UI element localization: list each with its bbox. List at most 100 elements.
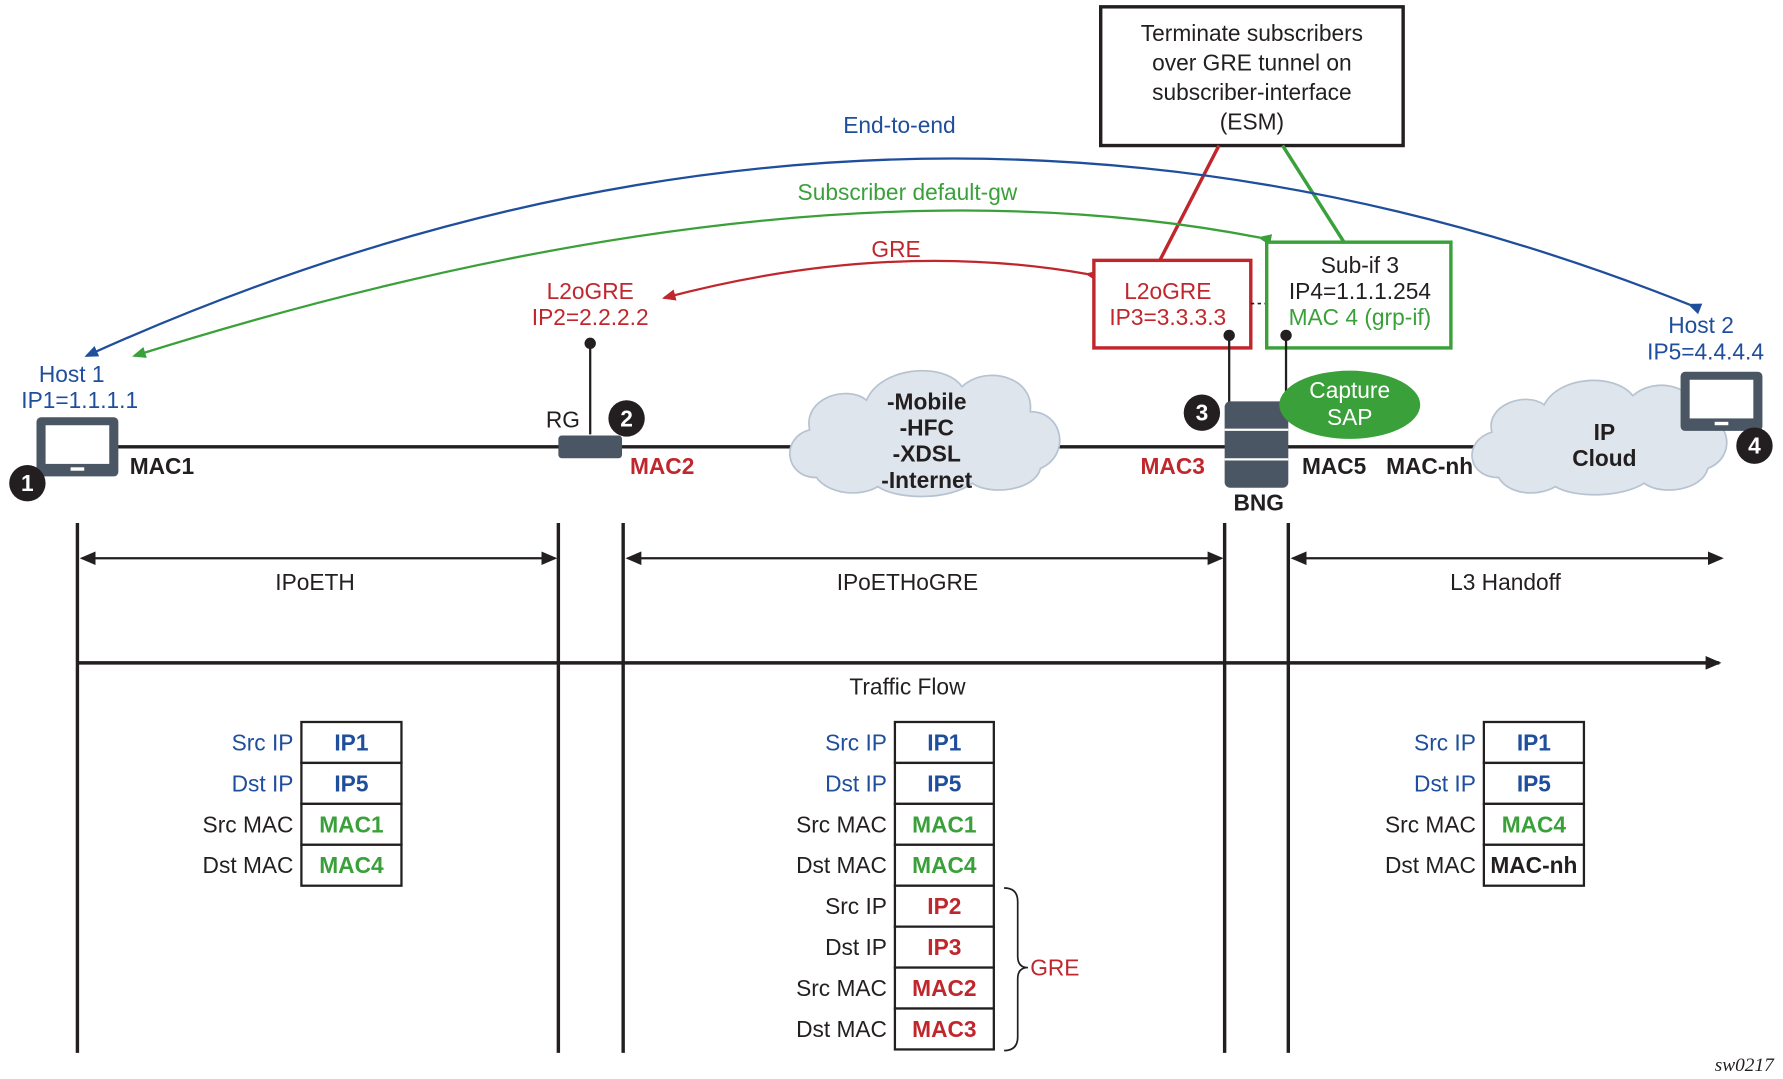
rg-name: RG xyxy=(546,407,580,433)
default-gw-arc: Subscriber default-gw xyxy=(132,179,1273,358)
header-field-value: MAC4 xyxy=(319,852,384,878)
host-1-name: Host 1 xyxy=(39,361,105,387)
header-field-cell xyxy=(300,843,403,887)
esm-callout: Terminate subscribers over GRE tunnel on… xyxy=(1099,5,1405,262)
header-field-value: IP1 xyxy=(927,729,961,755)
gre-path xyxy=(661,259,1100,301)
rg-endpoint-dot xyxy=(584,337,596,350)
header-field-value: IP5 xyxy=(927,770,961,796)
default-gw-path xyxy=(132,209,1273,358)
host-2-ip: IP5=4.4.4.4 xyxy=(1647,338,1764,364)
header-field-name: Dst MAC xyxy=(796,852,887,878)
gre-brace: GRE xyxy=(1004,887,1079,1052)
host-2-name: Host 2 xyxy=(1668,312,1734,338)
header-field-name: Dst IP xyxy=(825,770,887,796)
header-field-name: Src MAC xyxy=(1385,811,1476,837)
mac1-label: MAC1 xyxy=(130,453,194,479)
cloud-item: IP xyxy=(1594,419,1615,445)
header-field-value: IP1 xyxy=(1517,729,1551,755)
header-field-value: IP2 xyxy=(927,893,961,919)
access-network-cloud: -Mobile -HFC -XDSL -Internet xyxy=(788,369,1061,498)
badge-2 xyxy=(608,400,645,437)
mac3-label: MAC3 xyxy=(1141,453,1205,479)
header-field-cell xyxy=(893,720,995,765)
host-2: Host 2 IP5=4.4.4.4 4 xyxy=(1647,312,1773,464)
mac2-label: MAC2 xyxy=(630,453,694,479)
cloud-item: -Mobile xyxy=(887,388,967,414)
sub-if-box xyxy=(1265,240,1453,350)
cloud-item: -XDSL xyxy=(893,441,961,467)
header-field-name: Src MAC xyxy=(796,975,887,1001)
sub-if-mac: MAC 4 (grp-if) xyxy=(1289,304,1432,330)
header-field-value: MAC1 xyxy=(319,811,383,837)
figure-id: sw0217 xyxy=(1715,1055,1775,1076)
header-field-name: Src IP xyxy=(232,729,294,755)
badge-4 xyxy=(1736,427,1773,464)
header-field-name: Dst MAC xyxy=(203,852,294,878)
cloud-item: -Internet xyxy=(881,467,972,493)
badge-3-number: 3 xyxy=(1196,400,1209,426)
header-field-row: Src MAC MAC1 xyxy=(796,802,995,846)
header-field-cell xyxy=(893,1007,995,1051)
header-field-cell xyxy=(1482,843,1586,887)
segment-ipoeth: IPoETH xyxy=(79,551,558,595)
header-field-value: MAC4 xyxy=(1502,811,1567,837)
header-field-value: IP1 xyxy=(334,729,368,755)
mac5-label: MAC5 xyxy=(1302,453,1366,479)
header-field-name: Dst IP xyxy=(1414,770,1476,796)
header-field-row: Dst IP IP5 xyxy=(825,761,995,805)
header-field-value: MAC-nh xyxy=(1490,852,1577,878)
header-field-row: Src MAC MAC4 xyxy=(1385,802,1586,846)
header-field-cell xyxy=(893,843,995,887)
header-field-name: Dst IP xyxy=(232,770,294,796)
callout-line: Terminate subscribers xyxy=(1141,20,1363,46)
capture-sap-label: SAP xyxy=(1327,404,1372,430)
badge-1 xyxy=(9,465,46,502)
laptop-icon xyxy=(1680,371,1763,431)
gre-label: GRE xyxy=(871,236,920,262)
header-field-value: MAC1 xyxy=(912,811,976,837)
sub-if-ip: IP4=1.1.1.254 xyxy=(1289,278,1431,304)
header-field-name: Dst MAC xyxy=(1385,852,1476,878)
bng-l2ogre-title: L2oGRE xyxy=(1124,278,1211,304)
end-to-end-label: End-to-end xyxy=(843,112,955,138)
router-icon xyxy=(558,435,623,459)
bng-l2ogre-ip: IP3=3.3.3.3 xyxy=(1109,304,1226,330)
bng-name: BNG xyxy=(1233,490,1284,516)
segment-dividers xyxy=(75,523,1291,1053)
header-field-name: Src MAC xyxy=(796,811,887,837)
badge-1-number: 1 xyxy=(21,470,34,496)
segment-ipoethogre: IPoETHoGRE xyxy=(625,551,1224,595)
segment-label: IPoETHoGRE xyxy=(837,569,978,595)
host-1-ip: IP1=1.1.1.1 xyxy=(21,387,138,413)
rg-l2ogre-ip: IP2=2.2.2.2 xyxy=(532,304,649,330)
header-field-value: MAC3 xyxy=(912,1016,976,1042)
laptop-icon xyxy=(36,417,119,477)
badge-4-number: 4 xyxy=(1748,433,1761,459)
callout-line: subscriber-interface xyxy=(1152,79,1352,105)
header-field-name: Src MAC xyxy=(203,811,294,837)
segment-label: IPoETH xyxy=(275,569,355,595)
segment-label: L3 Handoff xyxy=(1450,569,1561,595)
traffic-flow: Traffic Flow xyxy=(77,656,1722,700)
callout-line: over GRE tunnel on xyxy=(1152,49,1352,75)
header-field-name: Src IP xyxy=(1414,729,1476,755)
header-field-row: Src MAC MAC1 xyxy=(203,802,403,846)
gre-brace-label: GRE xyxy=(1030,955,1079,981)
header-field-row: Src IP IP1 xyxy=(232,720,403,765)
header-field-row: Dst MAC MAC-nh xyxy=(1385,843,1586,887)
cloud-item: -HFC xyxy=(900,414,954,440)
bng: L2oGRE IP3=3.3.3.3 Sub-if 3 IP4=1.1.1.25… xyxy=(1092,240,1453,516)
mac-nh-label: MAC-nh xyxy=(1386,453,1473,479)
bng-subif-endpoint-dot xyxy=(1280,329,1292,342)
rg-l2ogre-title: L2oGRE xyxy=(547,278,634,304)
header-field-value: MAC2 xyxy=(912,975,976,1001)
